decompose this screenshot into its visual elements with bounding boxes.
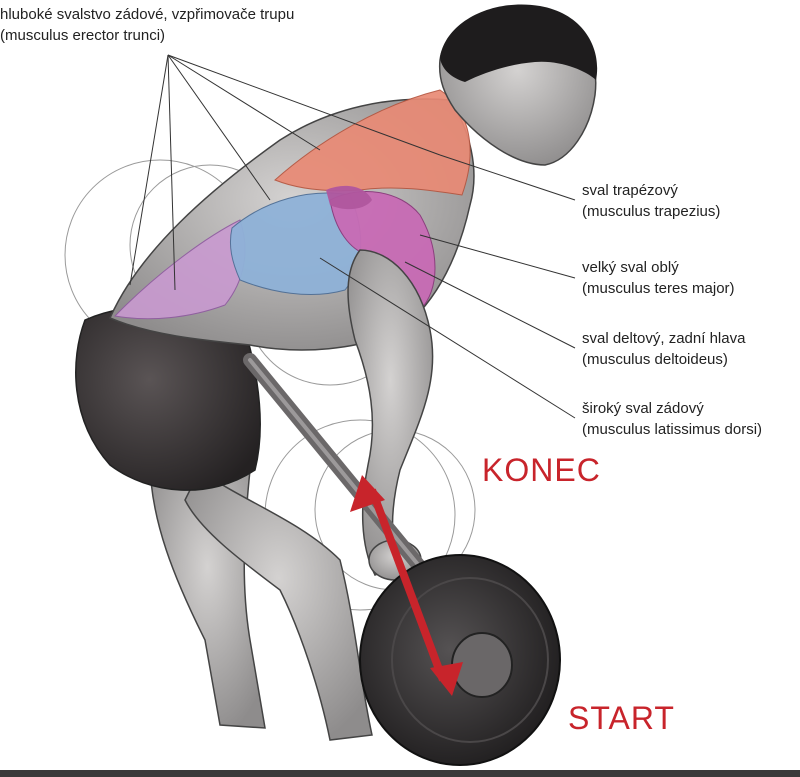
weight-plate: [359, 554, 561, 766]
label-teres: velký sval oblý (musculus teres major): [582, 257, 735, 299]
end-label: KONEC: [482, 452, 601, 488]
leader-lines: [129, 54, 576, 419]
label-trapezius: sval trapézový (musculus trapezius): [582, 180, 720, 222]
label-teres-cz: velký sval oblý: [582, 259, 679, 276]
label-erector-cz: hluboké svalstvo zádové, vzpřimovače tru…: [0, 6, 295, 23]
label-erector-lat: (musculus erector trunci): [0, 27, 166, 44]
label-latissimus: široký sval zádový (musculus latissimus …: [582, 398, 762, 440]
label-deltoid-lat: (musculus deltoideus): [582, 351, 728, 368]
label-latissimus-cz: široký sval zádový: [582, 400, 704, 417]
bottom-border: [0, 770, 800, 777]
label-trapezius-lat: (musculus trapezius): [582, 203, 721, 220]
label-deltoid: sval deltový, zadní hlava (musculus delt…: [582, 328, 745, 370]
start-label: START: [568, 700, 675, 736]
label-latissimus-lat: (musculus latissimus dorsi): [582, 421, 763, 438]
hair: [440, 4, 598, 82]
teres-muscle: [326, 185, 372, 210]
label-deltoid-cz: sval deltový, zadní hlava: [582, 330, 746, 347]
label-erector: hluboké svalstvo zádové, vzpřimovače tru…: [0, 4, 294, 46]
label-teres-lat: (musculus teres major): [582, 280, 735, 297]
label-trapezius-cz: sval trapézový: [582, 182, 678, 199]
motion-arrow: [350, 475, 463, 696]
front-leg: [184, 468, 373, 741]
